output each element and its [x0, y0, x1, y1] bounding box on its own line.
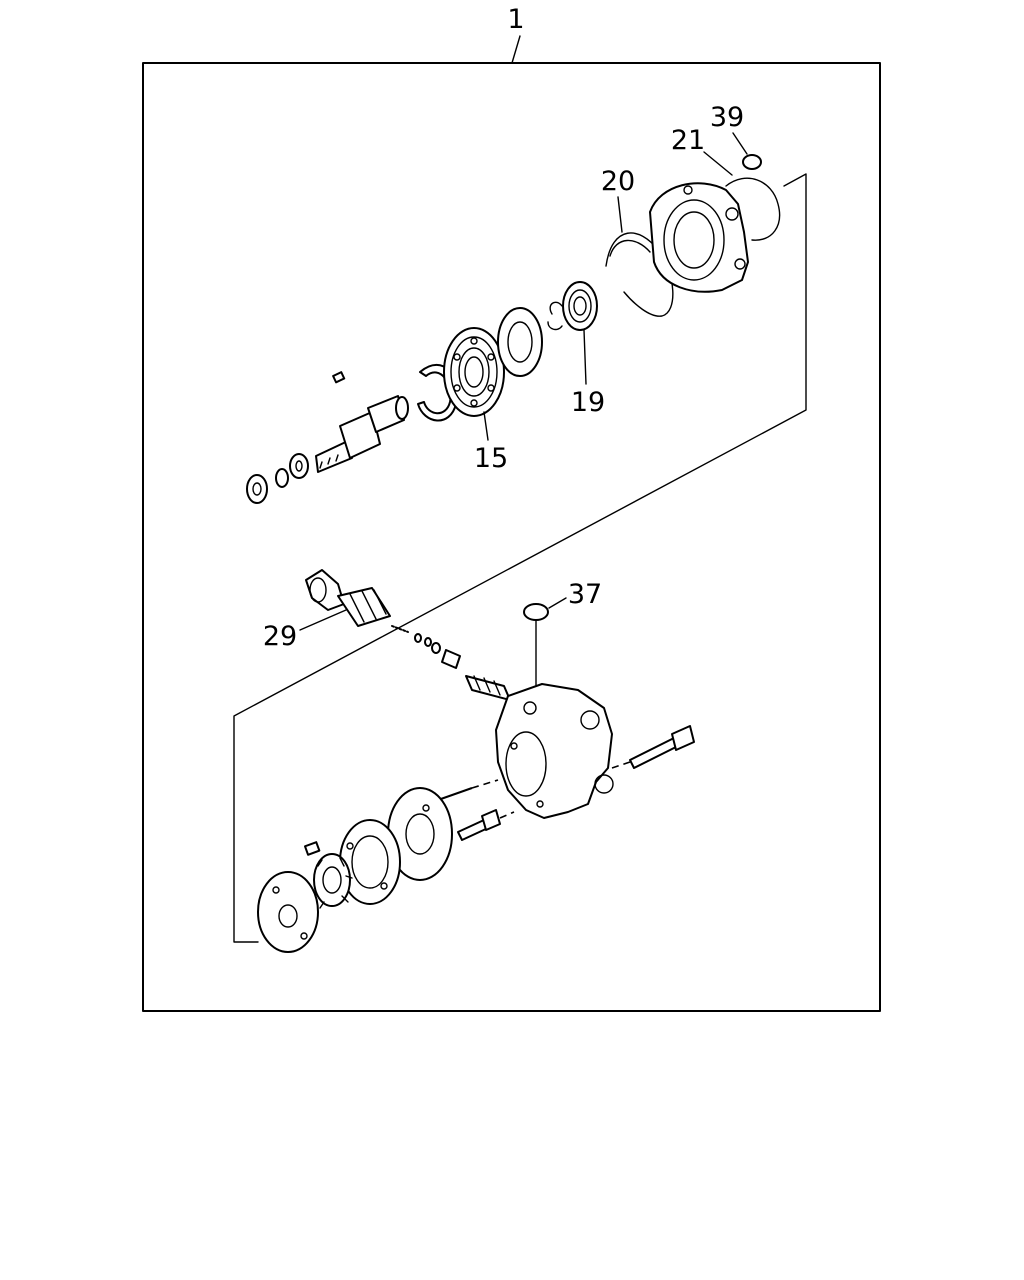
drive-shaft	[315, 395, 409, 473]
callout-39: 39	[710, 102, 748, 155]
o-ring-37	[523, 603, 549, 621]
callout-19-label: 19	[571, 387, 605, 418]
callout-20-label: 20	[601, 166, 635, 197]
short-bolt	[457, 809, 515, 841]
flat-washer	[289, 453, 309, 479]
long-bolt	[611, 725, 695, 769]
end-plate	[257, 871, 319, 953]
control-valve-plug	[305, 569, 345, 611]
callout-15-label: 15	[474, 443, 508, 474]
kit-frame	[142, 62, 881, 1012]
callout-39-label: 39	[710, 102, 744, 133]
front-housing	[649, 182, 749, 293]
callout-37: 37	[548, 579, 602, 610]
pump-body	[495, 683, 614, 819]
callout-21: 21	[671, 125, 733, 176]
callout-20: 20	[601, 166, 635, 233]
callout-21-label: 21	[671, 125, 705, 156]
valve-spring	[391, 625, 409, 633]
callout-1: 1	[507, 4, 525, 64]
pump-body-group	[257, 569, 695, 953]
relief-spring	[465, 675, 511, 701]
pressure-plate	[387, 787, 453, 881]
shaft-group	[246, 154, 781, 504]
sub-assembly-bracket	[233, 173, 807, 943]
small-valve-parts	[414, 633, 461, 669]
cam-ring	[339, 819, 401, 905]
snap-ring	[547, 301, 563, 331]
callout-1-leader	[511, 35, 521, 64]
rotor	[313, 853, 353, 909]
callout-29: 29	[263, 609, 347, 652]
callout-15: 15	[474, 411, 508, 474]
ball-bearing-15	[443, 327, 505, 417]
ball-bearing-19	[562, 281, 598, 331]
shaft-nut	[246, 474, 268, 504]
shaft-key	[332, 371, 346, 384]
pump-vane	[303, 841, 321, 856]
o-ring-39	[742, 154, 762, 170]
callout-19: 19	[571, 329, 605, 418]
dowel-pin	[437, 787, 473, 801]
lock-washer	[275, 468, 289, 488]
callout-1-label: 1	[507, 4, 524, 35]
valve-spool-29	[337, 587, 391, 627]
seal-ring	[497, 307, 543, 377]
callout-29-label: 29	[263, 621, 297, 652]
callout-37-label: 37	[568, 579, 602, 610]
o-ring-21	[725, 177, 781, 241]
